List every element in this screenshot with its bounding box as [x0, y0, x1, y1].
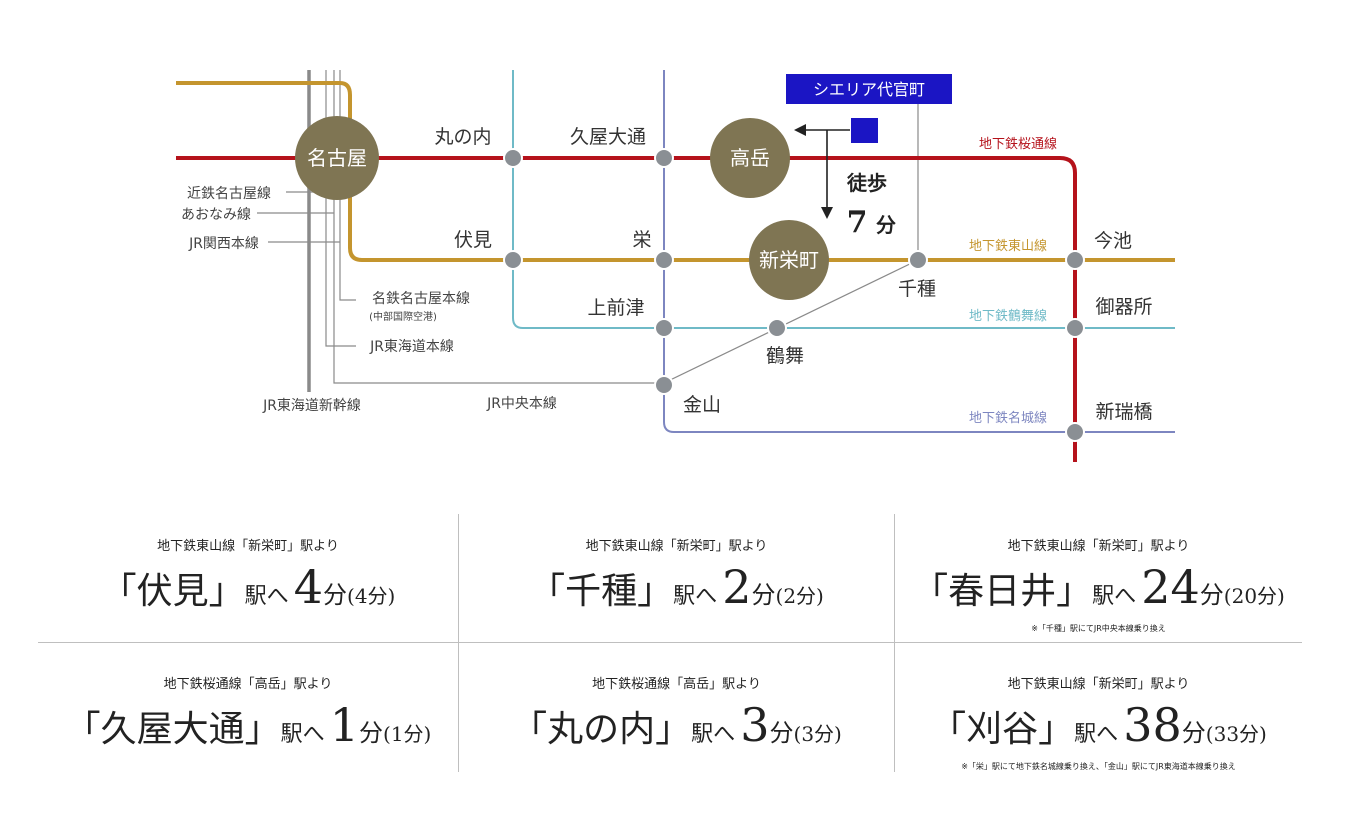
station-label-fushimi: 伏見 — [454, 229, 492, 251]
walk-arrows — [803, 129, 850, 210]
walk-label: 徒歩 — [846, 171, 887, 195]
time-destination: 「丸の内」駅へ 3分(3分) — [511, 698, 842, 752]
station-dot-fushimi — [503, 250, 523, 270]
line-label-meitetsu-sub: (中部国際空港) — [369, 310, 437, 323]
route-map: 名古屋 高岳 新栄町 丸の内 久屋大通 伏見 栄 上前津 鶴舞 金山 千種 今池… — [176, 70, 1175, 462]
travel-time-grid: 地下鉄東山線「新栄町」駅より 「伏見」駅へ 4分(4分) 地下鉄東山線「新栄町」… — [38, 514, 1302, 772]
station-dots — [503, 148, 1085, 442]
line-label-jr-chuo: JR中央本線 — [486, 396, 557, 412]
time-origin: 地下鉄東山線「新栄町」駅より — [1007, 677, 1190, 692]
station-label-sakae: 栄 — [632, 229, 651, 251]
time-cell-kariya: 地下鉄東山線「新栄町」駅より 「刈谷」駅へ 38分(33分) ※「栄」駅にて地下… — [895, 676, 1302, 772]
station-label-chikusa: 千種 — [898, 278, 936, 300]
station-dot-hisayaodori — [654, 148, 674, 168]
station-label-marunouchi: 丸の内 — [434, 126, 491, 148]
line-label-meitetsu: 名鉄名古屋本線 — [372, 291, 470, 307]
station-dot-kanayama — [654, 375, 674, 395]
station-dot-aratamabashi — [1065, 422, 1085, 442]
station-label-hisayaodori: 久屋大通 — [570, 126, 646, 148]
station-label-nagoya: 名古屋 — [307, 146, 367, 170]
line-label-meijo: 地下鉄名城線 — [969, 410, 1047, 426]
divider-v1 — [458, 514, 459, 772]
transfer-note: ※「千種」駅にてJR中央本線乗り換え — [1031, 624, 1166, 633]
time-cell-chikusa: 地下鉄東山線「新栄町」駅より 「千種」駅へ 2分(2分) — [459, 538, 894, 621]
station-dot-chikusa — [908, 250, 928, 270]
time-cell-marunouchi: 地下鉄桜通線「高岳」駅より 「丸の内」駅へ 3分(3分) — [459, 676, 894, 759]
line-label-aonami: あおなみ線 — [181, 207, 251, 223]
line-label-jr-kansai: JR関西本線 — [188, 236, 259, 252]
arrow-down-icon — [821, 207, 833, 219]
sakuradori-line — [176, 156, 1077, 462]
time-origin: 地下鉄東山線「新栄町」駅より — [1007, 539, 1190, 554]
station-label-tsurumai: 鶴舞 — [766, 345, 804, 367]
line-label-sakuradori: 地下鉄桜通線 — [979, 136, 1057, 152]
station-dot-tsurumai — [767, 318, 787, 338]
line-label-kintetsu: 近鉄名古屋線 — [187, 186, 271, 202]
time-destination: 「伏見」駅へ 4分(4分) — [100, 560, 396, 614]
walk-unit: 分 — [876, 213, 896, 237]
walk-minutes: 7 — [847, 205, 868, 240]
station-label-kamimaezu: 上前津 — [587, 297, 644, 319]
property-label: シエリア代官町 — [813, 80, 925, 99]
time-destination: 「千種」駅へ 2分(2分) — [529, 560, 824, 614]
station-dot-kamimaezu — [654, 318, 674, 338]
property-label-box — [786, 74, 952, 104]
property-marker — [851, 118, 878, 143]
station-dot-imaike — [1065, 250, 1085, 270]
transfer-note: ※「栄」駅にて地下鉄名城線乗り換え、「金山」駅にてJR東海道本線乗り換え — [961, 762, 1236, 771]
major-station-takaoka — [710, 118, 790, 198]
time-origin: 地下鉄東山線「新栄町」駅より — [585, 539, 768, 554]
line-label-jr-tokaido: JR東海道本線 — [369, 339, 454, 355]
time-destination: 「久屋大通」駅へ 1分(1分) — [64, 698, 432, 752]
major-station-nagoya — [295, 116, 379, 200]
time-destination: 「春日井」駅へ 24分(20分) — [912, 560, 1285, 614]
station-label-imaike: 今池 — [1094, 230, 1132, 252]
station-dot-sakae — [654, 250, 674, 270]
time-cell-hisayaodori: 地下鉄桜通線「高岳」駅より 「久屋大通」駅へ 1分(1分) — [38, 676, 458, 759]
station-label-aratamabashi: 新瑞橋 — [1095, 401, 1152, 423]
station-label-shinsakaemachi: 新栄町 — [759, 248, 819, 272]
time-origin: 地下鉄東山線「新栄町」駅より — [157, 539, 339, 554]
time-cell-fushimi: 地下鉄東山線「新栄町」駅より 「伏見」駅へ 4分(4分) — [38, 538, 458, 621]
divider-v2 — [894, 514, 895, 772]
station-label-takaoka: 高岳 — [730, 146, 770, 170]
time-destination: 「刈谷」駅へ 38分(33分) — [930, 698, 1267, 752]
time-origin: 地下鉄桜通線「高岳」駅より — [163, 677, 333, 692]
tsurumai-line — [512, 70, 1175, 329]
meijo-line — [663, 70, 1175, 433]
major-station-shinsakaemachi — [749, 220, 829, 300]
line-label-tsurumai: 地下鉄鶴舞線 — [969, 308, 1047, 324]
time-origin: 地下鉄桜通線「高岳」駅より — [592, 677, 761, 692]
time-cell-kasugai: 地下鉄東山線「新栄町」駅より 「春日井」駅へ 24分(20分) ※「千種」駅にて… — [895, 538, 1302, 634]
line-label-higashiyama: 地下鉄東山線 — [969, 238, 1047, 254]
jr-lines — [257, 70, 919, 392]
line-label-jr-shinkansen: JR東海道新幹線 — [262, 397, 361, 414]
station-dot-gokiso — [1065, 318, 1085, 338]
station-label-gokiso: 御器所 — [1095, 296, 1152, 318]
arrow-left-icon — [794, 124, 806, 136]
station-label-kanayama: 金山 — [683, 394, 721, 416]
station-dot-marunouchi — [503, 148, 523, 168]
divider-h — [38, 642, 1302, 643]
